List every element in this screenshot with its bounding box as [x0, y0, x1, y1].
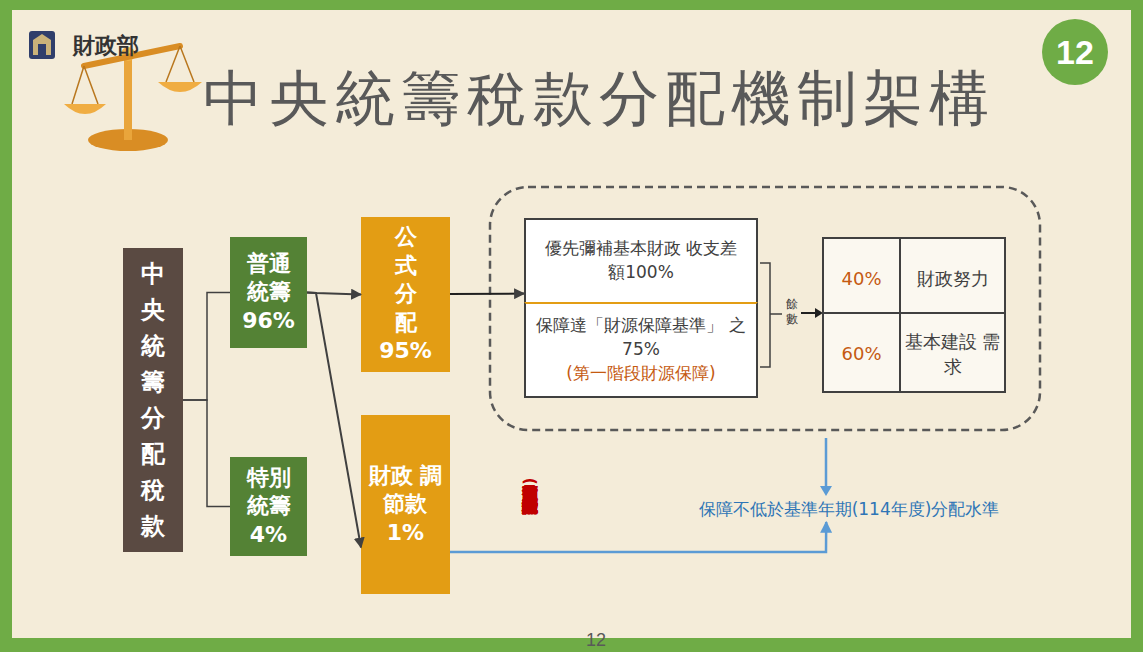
guarantee-arrow-head	[820, 486, 832, 496]
scales-right-pan	[158, 82, 202, 92]
emblem-icon	[29, 31, 55, 59]
table-cell: 40%	[823, 266, 900, 292]
table-cell: 基本建設 需求	[900, 329, 1005, 379]
node-subtext: 1%	[387, 519, 424, 548]
process-box: 保障達「財源保障基準」 之75%(第一階段財源保障)	[524, 302, 758, 398]
page-number: 12	[1042, 31, 1108, 73]
ratio-table	[823, 238, 1005, 392]
dashed-group-outline	[490, 187, 1040, 430]
node-subtext: 96%	[242, 307, 295, 336]
node-text: 財政 調節款	[368, 462, 443, 519]
arrow-connector	[307, 293, 361, 295]
node-subtext: 4%	[250, 521, 287, 550]
remainder-arrow-line	[801, 312, 815, 314]
table-grid	[823, 238, 1005, 392]
remainder-arrow-head	[815, 308, 823, 318]
emblem-door	[38, 44, 46, 55]
organization-name: 財政部	[73, 31, 139, 61]
scales-left-pan	[64, 104, 106, 114]
node-text: 中 央 統 籌 分 配 稅 款	[137, 256, 168, 544]
scales-pole	[124, 56, 132, 140]
node-text: 特別 統籌	[240, 464, 297, 521]
guarantee-connector	[450, 522, 826, 552]
node-text: 普通 統籌	[240, 250, 297, 307]
category-box: 特別 統籌4%	[230, 457, 307, 556]
bracket-connector	[183, 400, 230, 507]
slide-title: 中央統籌稅款分配機制架構	[203, 62, 1123, 134]
page-footer-number: 12	[578, 629, 614, 651]
allocation-box: 財政 調節款1%	[361, 415, 450, 594]
emblem-building	[33, 34, 51, 55]
note-vertical: 酌予彌補財源 (第二階段財源保障及低於全國平均增幅者)	[520, 472, 540, 592]
category-box: 普通 統籌96%	[230, 237, 307, 348]
node-subtext: (第一階段財源保障)	[566, 362, 715, 386]
arrow-connector	[450, 293, 524, 295]
node-subtext: 95%	[379, 337, 432, 366]
page-number-badge	[1042, 19, 1108, 85]
bracket	[760, 263, 782, 367]
bracket-connector	[183, 293, 230, 401]
node-text: 公 式 分 配	[391, 223, 420, 337]
table-cell: 60%	[823, 341, 900, 367]
allocation-box: 公 式 分 配95%	[361, 217, 450, 372]
node-text: 保障達「財源保障基準」 之75%	[536, 314, 746, 362]
remainder-label: 餘數	[786, 297, 800, 327]
node-text: 優先彌補基本財政 收支差額100%	[542, 237, 740, 285]
table-cell: 財政努力	[900, 266, 1005, 292]
arrow-connector	[307, 293, 361, 548]
process-box: 優先彌補基本財政 收支差額100%	[524, 218, 758, 302]
guarantee-arrow-line	[825, 438, 828, 487]
guarantee-text: 保障不低於基準年期(114年度)分配水準	[676, 496, 1022, 522]
root-box: 中 央 統 籌 分 配 稅 款	[123, 248, 183, 552]
node-text: 保障不低於基準年期(114年度)分配水準	[699, 496, 1000, 522]
